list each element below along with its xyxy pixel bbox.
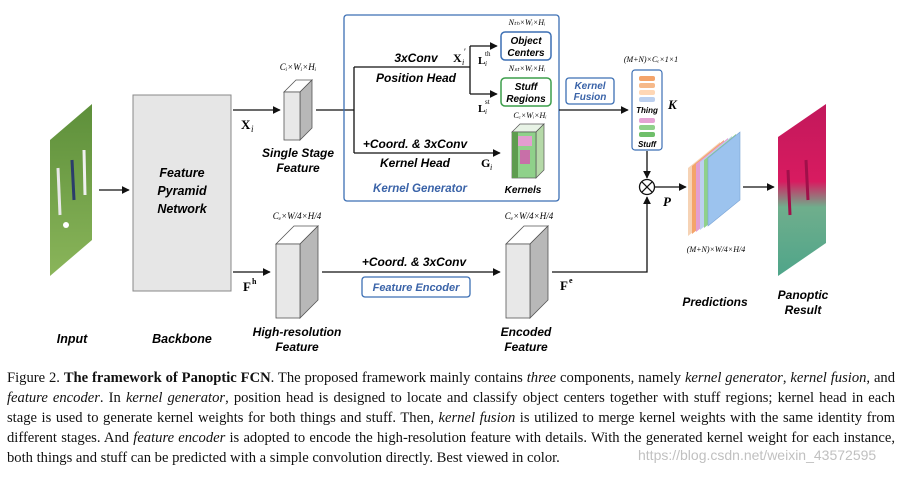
fpn-label-3: Network xyxy=(157,202,207,216)
encoded-label-2: Feature xyxy=(504,340,548,354)
svg-text:i: i xyxy=(490,163,492,172)
stuff-regions-dim: Nₛₜ×Wᵢ×Hᵢ xyxy=(508,64,545,73)
single-stage-label-2: Feature xyxy=(276,161,320,175)
framework-diagram: Input Feature Pyramid Network Backbone X… xyxy=(50,14,829,354)
svg-text:′: ′ xyxy=(464,47,466,57)
thing-kernels xyxy=(639,76,655,102)
figure-caption: Figure 2. The framework of Panoptic FCN.… xyxy=(7,370,896,466)
svg-text:st: st xyxy=(485,98,490,106)
p-symbol: P xyxy=(663,194,672,209)
encoded-label-1: Encoded xyxy=(501,325,552,339)
panoptic-result-image xyxy=(778,104,826,276)
svg-text:i: i xyxy=(251,124,254,134)
encoded-dim: Cₑ×W/4×H/4 xyxy=(505,211,554,221)
predictions-stack xyxy=(688,131,741,236)
watermark: https://blog.csdn.net/weixin_43572595 xyxy=(638,447,877,463)
predictions-dim: (M+N)×W/4×H/4 xyxy=(687,245,745,254)
svg-text:F: F xyxy=(560,278,568,293)
object-centers-label-2: Centers xyxy=(507,48,545,59)
g-symbol: G i xyxy=(481,156,492,172)
stuff-regions-label-1: Stuff xyxy=(515,82,539,93)
stuff-regions-label-2: Regions xyxy=(506,94,546,105)
single-stage-dim: Cᵢ×Wᵢ×Hᵢ xyxy=(280,62,317,72)
conv3x-label: 3xConv xyxy=(394,51,439,65)
single-stage-label-1: Single Stage xyxy=(262,146,334,160)
predictions-label: Predictions xyxy=(682,295,748,309)
l-th-symbol: L i th xyxy=(478,50,491,68)
svg-text:i: i xyxy=(485,108,487,116)
svg-text:X: X xyxy=(453,51,462,65)
stuff-regions-box xyxy=(500,77,552,107)
highres-label-1: High-resolution xyxy=(253,325,342,339)
kernels-dim: Cₑ×Wᵢ×Hᵢ xyxy=(513,111,546,120)
fpn-box xyxy=(132,94,232,292)
convolution-operator xyxy=(638,178,656,196)
fh-symbol: F h xyxy=(243,277,257,294)
feature-encoder-box xyxy=(361,276,471,298)
kernel-fusion-box xyxy=(565,77,615,105)
fpn-label-1: Feature xyxy=(159,166,204,180)
k-symbol: K xyxy=(667,97,678,112)
panoptic-label-2: Result xyxy=(785,303,823,317)
stuff-kernels xyxy=(639,118,655,137)
svg-text:L: L xyxy=(478,55,485,67)
input-image xyxy=(50,104,92,276)
kernels-label: Kernels xyxy=(505,185,542,196)
svg-text:th: th xyxy=(485,50,491,58)
svg-text:F: F xyxy=(243,279,251,294)
kernels-cube xyxy=(511,123,545,179)
xi-prime-symbol: X i ′ xyxy=(453,47,466,67)
highres-feature-cube xyxy=(275,225,319,319)
highres-label-2: Feature xyxy=(275,340,319,354)
position-head-label: Position Head xyxy=(376,71,457,85)
kernel-fusion-label-2: Fusion xyxy=(574,92,607,103)
kernel-generator-label: Kernel Generator xyxy=(373,183,467,195)
svg-text:e: e xyxy=(569,276,573,285)
svg-text:h: h xyxy=(252,277,257,286)
svg-text:L: L xyxy=(478,103,485,115)
coord-conv-top-label: +Coord. & 3xConv xyxy=(363,137,469,151)
input-label: Input xyxy=(57,332,88,346)
coord-conv-bottom-label: +Coord. & 3xConv xyxy=(362,255,468,269)
xi-symbol: X i xyxy=(241,117,254,134)
fpn-label-2: Pyramid xyxy=(157,184,207,198)
object-centers-label-1: Object xyxy=(510,36,542,47)
single-stage-feature-cube xyxy=(283,79,313,141)
kernel-k-box xyxy=(631,69,663,151)
feature-encoder-label: Feature Encoder xyxy=(373,282,461,294)
panoptic-label-1: Panoptic xyxy=(778,288,829,302)
kernel-head-label: Kernel Head xyxy=(380,156,451,170)
thing-label: Thing xyxy=(636,106,658,115)
l-st-symbol: L i st xyxy=(478,98,490,116)
backbone-label: Backbone xyxy=(152,332,212,346)
object-centers-dim: Nₜₕ×Wᵢ×Hᵢ xyxy=(508,18,546,27)
kernel-generator-box xyxy=(343,14,560,202)
stuff-label: Stuff xyxy=(638,140,657,149)
svg-text:i: i xyxy=(485,60,487,68)
object-centers-box xyxy=(500,31,552,61)
fe-symbol: F e xyxy=(560,276,573,293)
svg-text:i: i xyxy=(462,58,464,67)
highres-dim: Cₑ×W/4×H/4 xyxy=(273,211,322,221)
kernel-k-dim: (M+N)×Cₑ×1×1 xyxy=(624,55,678,64)
encoded-feature-cube xyxy=(505,225,549,319)
kernel-fusion-label-1: Kernel xyxy=(574,81,605,92)
svg-text:X: X xyxy=(241,117,251,132)
svg-text:G: G xyxy=(481,156,490,170)
